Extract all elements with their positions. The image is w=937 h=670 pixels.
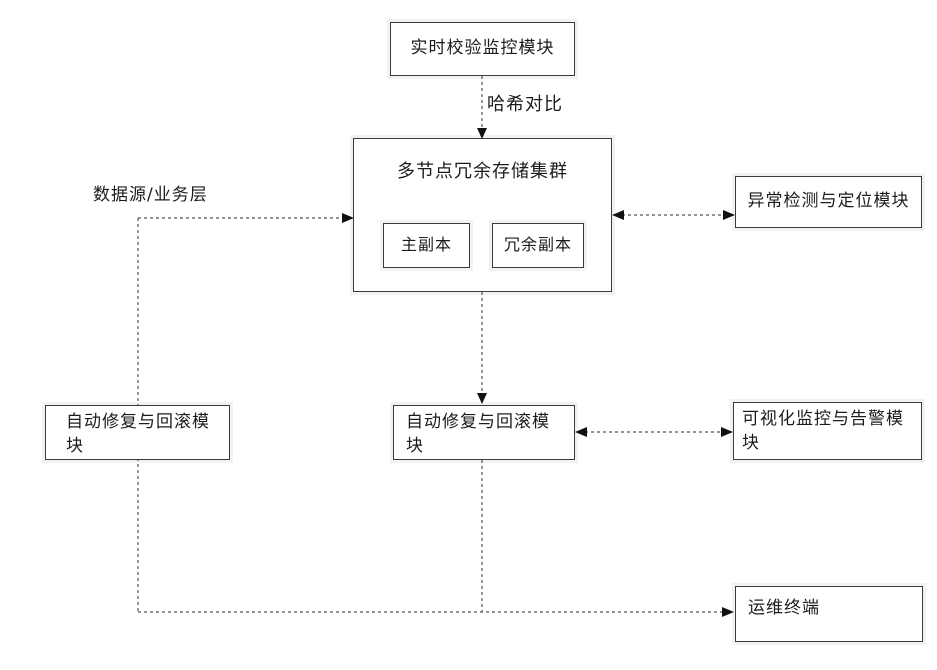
edge-label-hash-compare: 哈希对比 <box>487 94 563 115</box>
arrowhead-right-cluster <box>342 213 354 223</box>
node-label: 冗余副本 <box>503 235 572 255</box>
edge-label-data-source-layer: 数据源/业务层 <box>93 185 208 205</box>
arrowhead-left-repair <box>575 427 587 437</box>
arrowhead-right-anomaly <box>723 210 735 220</box>
node-auto-repair-rollback-center: 自动修复与回滚模块 <box>393 405 575 460</box>
node-label: 运维终端 <box>748 598 820 618</box>
node-label: 可视化监控与告警模块 <box>742 409 904 453</box>
node-ops-terminal: 运维终端 <box>735 586 923 642</box>
node-visual-monitor-alarm: 可视化监控与告警模块 <box>733 402 922 460</box>
node-primary-replica: 主副本 <box>383 223 470 268</box>
arrowhead-right-terminal <box>722 607 734 617</box>
node-anomaly-detection: 异常检测与定位模块 <box>735 176 922 228</box>
node-label: 实时校验监控模块 <box>410 38 555 59</box>
node-label: 自动修复与回滚模块 <box>406 412 550 456</box>
arrowhead-down-cluster <box>477 128 487 139</box>
node-label: 自动修复与回滚模块 <box>66 412 210 456</box>
node-label: 多节点冗余存储集群 <box>397 161 568 182</box>
node-redundant-replica: 冗余副本 <box>492 223 584 268</box>
arrowhead-down-repair <box>477 393 487 404</box>
arrowhead-left-cluster <box>612 210 624 220</box>
node-storage-cluster: 多节点冗余存储集群 <box>353 138 612 292</box>
node-realtime-verification-monitor: 实时校验监控模块 <box>390 22 575 76</box>
node-label: 主副本 <box>400 235 452 255</box>
node-auto-repair-rollback-left: 自动修复与回滚模块 <box>45 405 230 460</box>
arrowhead-right-visual <box>721 427 733 437</box>
node-label: 异常检测与定位模块 <box>747 191 910 212</box>
